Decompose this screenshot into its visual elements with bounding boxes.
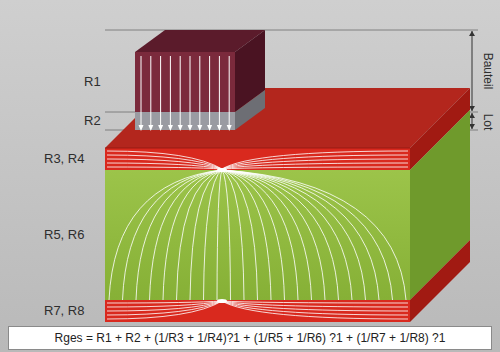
heat-flow-line	[222, 301, 408, 319]
heat-arrowhead	[168, 125, 173, 131]
heat-flow-line	[107, 301, 222, 303]
heat-flow-line	[222, 170, 285, 300]
heat-arrowhead	[188, 125, 193, 131]
heat-flow-line	[107, 159, 222, 169]
heat-flow-line	[107, 301, 222, 307]
solder-side-face	[235, 90, 265, 130]
guide-line	[105, 30, 478, 31]
resistance-label: R3, R4	[44, 152, 84, 166]
heat-arrowhead	[148, 125, 153, 131]
heat-flow-line	[123, 170, 223, 300]
heat-spot	[217, 168, 227, 172]
resistance-label: R7, R8	[44, 304, 84, 318]
heat-flow-line	[222, 170, 406, 300]
heat-flow-line	[107, 167, 222, 169]
dimension-arrowhead	[469, 31, 475, 36]
resistance-label: R2	[84, 114, 101, 128]
heat-flow-line	[177, 170, 223, 300]
heat-flow-line	[150, 170, 223, 300]
heat-flow-lines	[107, 151, 408, 319]
heat-flow-line	[222, 170, 258, 300]
heat-flow-line	[222, 155, 408, 169]
heat-flow-line	[222, 170, 379, 300]
heat-flow-line	[222, 151, 408, 169]
heat-flow-line	[222, 167, 408, 169]
dimension-label: Bauteil	[480, 53, 493, 90]
heat-flow-line	[107, 151, 222, 169]
heat-flow-line	[222, 170, 352, 300]
front-copper-top	[105, 148, 410, 170]
front-copper-bottom	[105, 300, 410, 322]
heat-flow-line	[204, 170, 223, 300]
front-ceramic	[105, 170, 410, 300]
heat-arrow-shaft	[190, 56, 191, 126]
heat-flow-line	[107, 301, 222, 319]
heat-arrow-shaft	[150, 56, 151, 126]
heat-flow-line	[107, 155, 222, 169]
heat-flow-line	[107, 163, 222, 169]
heat-arrowhead	[207, 125, 212, 131]
heat-arrow-shaft	[141, 56, 142, 126]
heat-flow-line	[136, 170, 222, 300]
heat-arrowhead	[178, 125, 183, 131]
heat-flow-line	[109, 170, 222, 300]
heat-arrow-shaft	[180, 56, 181, 126]
heat-arrow-shaft	[160, 56, 161, 126]
formula-text: Rges = R1 + R2 + (1/R3 + 1/R4)?1 + (1/R5…	[55, 331, 446, 345]
resistance-label: R5, R6	[44, 228, 84, 242]
component	[135, 30, 265, 130]
heat-arrowhead	[139, 125, 144, 131]
heat-arrows	[139, 56, 232, 131]
edge-line	[105, 148, 410, 149]
heat-arrow-shaft	[170, 56, 171, 126]
solder-front-face	[135, 112, 235, 130]
heat-arrow-shaft	[229, 56, 230, 126]
heat-flow-line	[222, 163, 408, 169]
heat-flow-line	[222, 170, 393, 300]
substrate	[105, 88, 470, 322]
heat-arrowhead	[227, 125, 232, 131]
heat-arrowhead	[197, 125, 202, 131]
formula-box: Rges = R1 + R2 + (1/R3 + 1/R4)?1 + (1/R5…	[8, 326, 492, 350]
heat-flow-line	[222, 170, 231, 300]
heat-spot	[217, 299, 227, 303]
heat-flow-line	[222, 301, 408, 303]
heat-arrow-shaft	[219, 56, 220, 126]
heat-flow-line	[222, 170, 271, 300]
heat-flow-line	[222, 159, 408, 169]
resistance-label: R1	[84, 75, 101, 89]
heat-flow-line	[222, 170, 298, 300]
heat-arrow-shaft	[209, 56, 210, 126]
dimension-line	[472, 31, 473, 111]
heat-flow-line	[107, 301, 222, 315]
heat-arrowhead	[158, 125, 163, 131]
side-copper-bottom	[410, 240, 470, 322]
heat-flow-line	[163, 170, 222, 300]
heat-flow-line	[222, 301, 408, 315]
heat-arrow-shaft	[199, 56, 200, 126]
heat-flow-line	[190, 170, 222, 300]
heat-flow-line	[222, 170, 325, 300]
dimension-label: Lot	[480, 114, 493, 131]
heat-flow-line	[107, 301, 222, 311]
heat-arrowhead	[217, 125, 222, 131]
heat-flow-line	[217, 170, 222, 300]
heat-flow-line	[222, 170, 339, 300]
heat-flow-line	[222, 170, 366, 300]
component-front-face	[135, 52, 235, 112]
